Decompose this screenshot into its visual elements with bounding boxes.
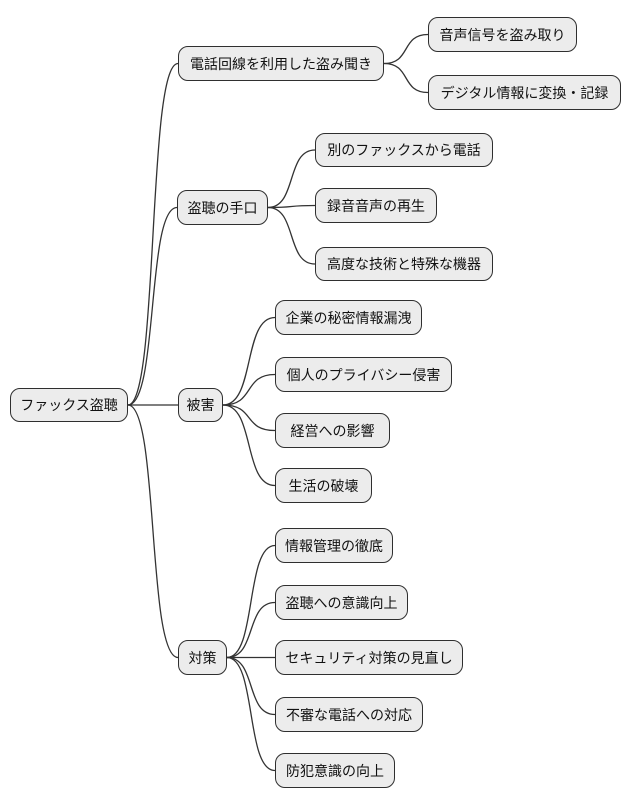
connector-line [127, 62, 179, 406]
node-label: 情報管理の徹底 [285, 537, 383, 554]
node-label: 経営への影響 [290, 422, 375, 439]
mindmap-root-node: ファックス盗聴 [10, 388, 128, 422]
mindmap-branch-node: 盗聴の手口 [177, 190, 268, 225]
mindmap-leaf-node: 防犯意識の向上 [275, 753, 395, 788]
mindmap-leaf-node: 個人のプライバシー侵害 [275, 357, 452, 392]
node-label: 別のファックスから電話 [327, 142, 481, 158]
node-label: デジタル情報に変換・記録 [440, 84, 609, 101]
mindmap-leaf-node: 企業の秘密情報漏洩 [275, 300, 422, 335]
mindmap-leaf-node: 情報管理の徹底 [275, 528, 393, 563]
mindmap-branch-node: 電話回線を利用した盗み聞き [178, 46, 384, 81]
mindmap-leaf-node: 経営への影響 [275, 413, 390, 448]
connector-line [226, 544, 276, 659]
mindmap-leaf-node: 録音音声の再生 [315, 188, 437, 223]
node-label: セキュリティ対策の見直し [285, 649, 453, 666]
connector-line [222, 404, 276, 487]
connector-line [127, 404, 179, 659]
node-label: 盗聴の手口 [187, 199, 258, 216]
node-label: 音声信号を盗み取り [439, 26, 566, 43]
connector-line [226, 601, 276, 659]
node-label: 不審な電話への対応 [286, 706, 412, 723]
mindmap-leaf-node: 生活の破壊 [275, 468, 372, 503]
connector-line [267, 204, 316, 209]
node-label: 対策 [188, 649, 217, 666]
node-label: 高度な技術と特殊な機器 [327, 256, 481, 272]
node-label: 録音音声の再生 [327, 197, 425, 214]
mindmap-leaf-node: 高度な技術と特殊な機器 [315, 247, 493, 281]
connector-line [222, 373, 276, 406]
connector-line [226, 656, 276, 716]
mindmap-branch-node: 被害 [178, 388, 223, 422]
mindmap-leaf-node: 盗聴への意識向上 [275, 585, 408, 620]
node-label: 個人のプライバシー侵害 [286, 366, 441, 383]
node-label: ファックス盗聴 [20, 397, 118, 413]
connector-line [267, 149, 316, 209]
connector-line [222, 404, 276, 432]
connector-line [267, 206, 316, 265]
node-label: 電話回線を利用した盗み聞き [190, 55, 372, 72]
connector-line [226, 656, 276, 772]
mindmap-leaf-node: セキュリティ対策の見直し [275, 640, 463, 675]
connector-line [222, 316, 276, 406]
node-label: 企業の秘密情報漏洩 [285, 309, 412, 326]
connector-line [127, 206, 178, 406]
mindmap-leaf-node: デジタル情報に変換・記録 [428, 75, 621, 110]
mindmap-branch-node: 対策 [178, 640, 227, 675]
connector-line [383, 62, 429, 94]
node-label: 生活の破壊 [288, 477, 359, 494]
mindmap-leaf-node: 別のファックスから電話 [315, 133, 493, 167]
node-label: 盗聴への意識向上 [285, 594, 398, 611]
node-label: 被害 [186, 397, 215, 413]
connector-line [383, 33, 429, 65]
mindmap-leaf-node: 音声信号を盗み取り [428, 17, 577, 52]
node-label: 防犯意識の向上 [286, 762, 384, 779]
mindmap-leaf-node: 不審な電話への対応 [275, 697, 423, 732]
